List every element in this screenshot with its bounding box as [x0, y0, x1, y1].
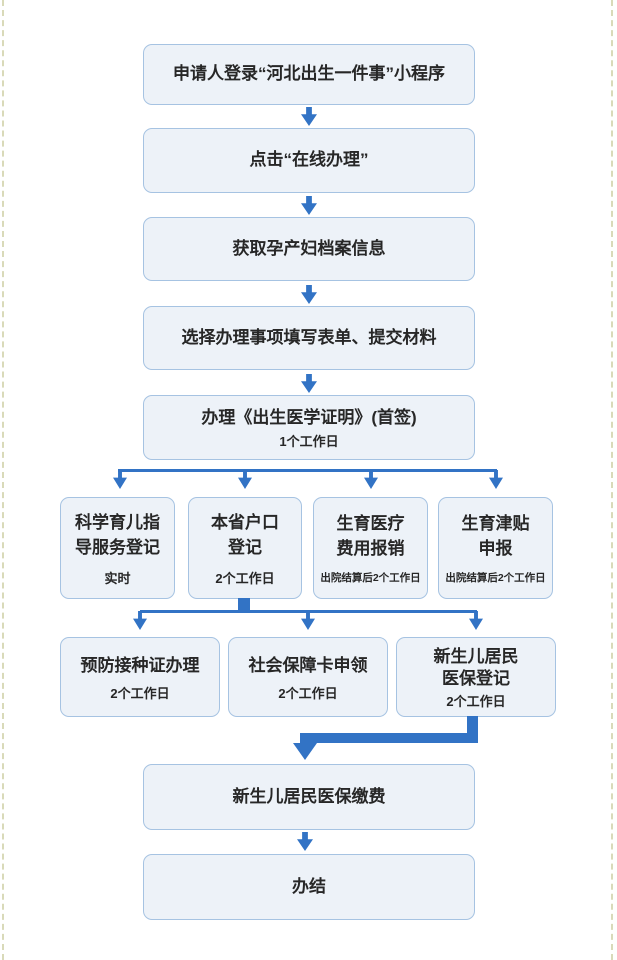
down-arrow-icon	[113, 470, 127, 489]
elbow-connector-horizontal	[300, 733, 478, 743]
step-label: 点击“在线办理”	[249, 150, 369, 170]
left-dashed-border	[2, 0, 4, 960]
step-label: 新生儿居民医保缴费	[232, 786, 386, 806]
duration-label: 1个工作日	[279, 433, 339, 449]
step-label: 获取孕产妇档案信息	[232, 238, 386, 258]
branch-connector-line	[118, 469, 497, 472]
step-label: 社会保障卡申领	[248, 656, 368, 676]
duration-label: 2个工作日	[446, 694, 506, 710]
step-label: 申请人登录“河北出生一件事”小程序	[173, 64, 445, 84]
branch-step-newborn-medical-insurance-registration: 新生儿居民 医保登记 2个工作日	[396, 637, 556, 717]
duration-label: 实时	[104, 571, 131, 587]
down-arrow-icon	[489, 470, 503, 489]
flow-step-get-maternal-archive: 获取孕产妇档案信息	[143, 217, 475, 281]
duration-label: 2个工作日	[110, 685, 170, 701]
branch-step-maternity-medical-reimbursement: 生育医疗 费用报销 出院结算后2个工作日	[313, 497, 428, 599]
down-arrow-icon	[133, 611, 147, 630]
step-label: 选择办理事项填写表单、提交材料	[181, 327, 437, 347]
step-label: 预防接种证办理	[80, 656, 200, 676]
step-label: 生育津贴 申报	[461, 514, 530, 558]
flow-step-newborn-medical-insurance-payment: 新生儿居民医保缴费	[143, 764, 475, 830]
down-arrow-icon	[301, 196, 317, 215]
branch-step-vaccination-certificate: 预防接种证办理 2个工作日	[60, 637, 220, 717]
flow-step-fill-form-submit-materials: 选择办理事项填写表单、提交材料	[143, 306, 475, 370]
down-arrow-icon	[297, 832, 313, 851]
elbow-connector-vertical	[467, 716, 478, 743]
flow-step-birth-certificate: 办理《出生医学证明》(首签) 1个工作日	[143, 395, 475, 460]
branch-step-household-registration: 本省户口 登记 2个工作日	[188, 497, 302, 599]
step-label: 生育医疗 费用报销	[336, 514, 405, 558]
flow-step-completed: 办结	[143, 854, 475, 920]
step-label: 本省户口 登记	[211, 512, 279, 557]
down-arrow-icon	[293, 743, 317, 760]
duration-label: 2个工作日	[215, 571, 275, 587]
branch-step-maternity-allowance: 生育津贴 申报 出院结算后2个工作日	[438, 497, 553, 599]
step-label: 办理《出生医学证明》(首签)	[201, 408, 417, 428]
duration-label: 2个工作日	[278, 685, 338, 701]
down-arrow-icon	[301, 107, 317, 126]
step-label: 办结	[292, 876, 326, 896]
flow-step-click-online-handling: 点击“在线办理”	[143, 128, 475, 193]
right-dashed-border	[611, 0, 613, 960]
flow-step-login-mini-program: 申请人登录“河北出生一件事”小程序	[143, 44, 475, 105]
step-label: 新生儿居民 医保登记	[433, 646, 519, 688]
connector-stub	[238, 598, 250, 612]
down-arrow-icon	[301, 285, 317, 304]
branch-step-social-security-card: 社会保障卡申领 2个工作日	[228, 637, 388, 717]
down-arrow-icon	[301, 374, 317, 393]
down-arrow-icon	[238, 470, 252, 489]
down-arrow-icon	[301, 611, 315, 630]
duration-label: 出院结算后2个工作日	[320, 572, 421, 585]
down-arrow-icon	[469, 611, 483, 630]
branch-step-parenting-guidance: 科学育儿指 导服务登记 实时	[60, 497, 175, 599]
step-label: 科学育儿指 导服务登记	[75, 512, 160, 557]
duration-label: 出院结算后2个工作日	[445, 572, 546, 585]
down-arrow-icon	[364, 470, 378, 489]
